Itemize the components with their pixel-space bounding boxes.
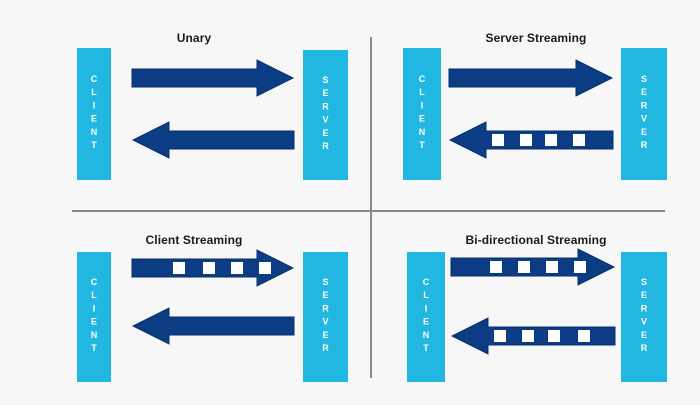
quadrant-bi-directional-streaming: Bi-directional Streaming CLIENT <box>350 202 700 404</box>
server-endpoint-unary: SERVER <box>303 50 348 180</box>
quadrant-title-unary: Unary <box>176 31 212 45</box>
quadrant-title-server-streaming: Server Streaming <box>485 31 587 45</box>
quadrant-unary: Unary CLIENT SERVER <box>0 0 350 202</box>
server-label: SERVER <box>320 277 331 357</box>
client-endpoint-bi-directional: CLIENT <box>407 252 445 382</box>
vertical-divider <box>370 37 372 378</box>
request-arrow-client-streaming <box>131 248 295 288</box>
client-label: CLIENT <box>421 277 431 357</box>
request-arrow-server-streaming <box>448 58 614 98</box>
response-arrow-client-streaming <box>131 306 295 346</box>
client-label: CLIENT <box>417 74 427 154</box>
quadrant-title-client-streaming: Client Streaming <box>145 233 243 247</box>
quadrant-client-streaming: Client Streaming CLIENT SERVER <box>0 202 350 404</box>
client-endpoint-client-streaming: CLIENT <box>77 252 111 382</box>
response-arrow-bi-directional <box>450 316 616 356</box>
server-label: SERVER <box>639 277 649 357</box>
request-arrow-unary <box>131 58 295 98</box>
server-endpoint-bi-directional: SERVER <box>621 252 667 382</box>
quadrant-title-bi-directional-streaming: Bi-directional Streaming <box>465 233 607 247</box>
response-arrow-unary <box>131 120 295 160</box>
client-label: CLIENT <box>89 74 99 154</box>
client-endpoint-server-streaming: CLIENT <box>403 48 441 180</box>
server-label: SERVER <box>639 74 649 154</box>
request-arrow-bi-directional <box>450 247 616 287</box>
response-arrow-server-streaming <box>448 120 614 160</box>
quadrant-server-streaming: Server Streaming CLIENT SERVER <box>350 0 700 202</box>
server-label: SERVER <box>320 75 331 155</box>
horizontal-divider <box>72 210 665 212</box>
client-label: CLIENT <box>89 277 99 357</box>
server-endpoint-client-streaming: SERVER <box>303 252 348 382</box>
client-endpoint-unary: CLIENT <box>77 48 111 180</box>
server-endpoint-server-streaming: SERVER <box>621 48 667 180</box>
